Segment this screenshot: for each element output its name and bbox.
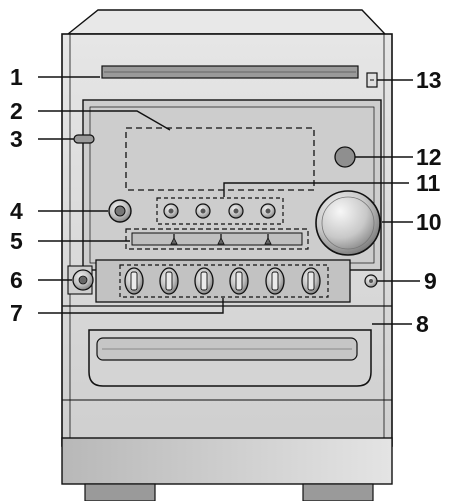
callout-number: 5 — [10, 228, 23, 254]
standby-indicator — [73, 134, 95, 144]
callout-number: 12 — [416, 144, 442, 170]
cabinet-top — [66, 9, 387, 35]
callout-number: 2 — [10, 98, 23, 124]
eq-knob — [194, 267, 214, 295]
leader-11 — [223, 182, 409, 197]
function-button — [195, 203, 211, 219]
callout-number: 4 — [10, 198, 23, 224]
callout-number: 9 — [424, 268, 437, 294]
fader-slider — [264, 234, 272, 245]
callout-number: 6 — [10, 267, 23, 293]
fader-panel — [125, 228, 309, 250]
eq-knob — [265, 267, 285, 295]
function-buttons — [156, 197, 284, 225]
function-button — [228, 203, 244, 219]
callout-number: 10 — [416, 209, 442, 235]
eq-knob — [301, 267, 321, 295]
remote-sensor — [334, 146, 356, 168]
callout-number: 13 — [416, 67, 442, 93]
leader-2 — [38, 110, 171, 131]
eq-knob — [159, 267, 179, 295]
fader-slider — [217, 234, 225, 245]
display-window — [125, 127, 315, 191]
callout-number: 11 — [416, 170, 441, 196]
function-button — [163, 203, 179, 219]
disc-tray-slot — [101, 65, 359, 79]
fader-slider — [170, 234, 178, 245]
eq-knob — [124, 267, 144, 295]
callout-number: 8 — [416, 311, 429, 337]
callout-number: 3 — [10, 126, 23, 152]
function-button — [260, 203, 276, 219]
callout-number: 7 — [10, 300, 23, 326]
power-button — [108, 199, 132, 223]
callout-labels: 1 2 3 4 5 6 7 8 9 10 11 12 13 — [10, 64, 442, 337]
leader-7 — [38, 298, 224, 314]
eq-knob — [229, 267, 249, 295]
equalizer-knobs — [119, 264, 329, 298]
volume-knob — [315, 190, 381, 256]
right-foot — [302, 483, 374, 501]
lower-cabinet — [61, 399, 393, 501]
open-close-button — [366, 72, 378, 88]
small-jack — [364, 274, 378, 288]
cassette-deck — [88, 329, 372, 387]
callout-number: 1 — [10, 64, 23, 90]
callout-leaders — [38, 76, 420, 325]
left-foot — [84, 483, 156, 501]
